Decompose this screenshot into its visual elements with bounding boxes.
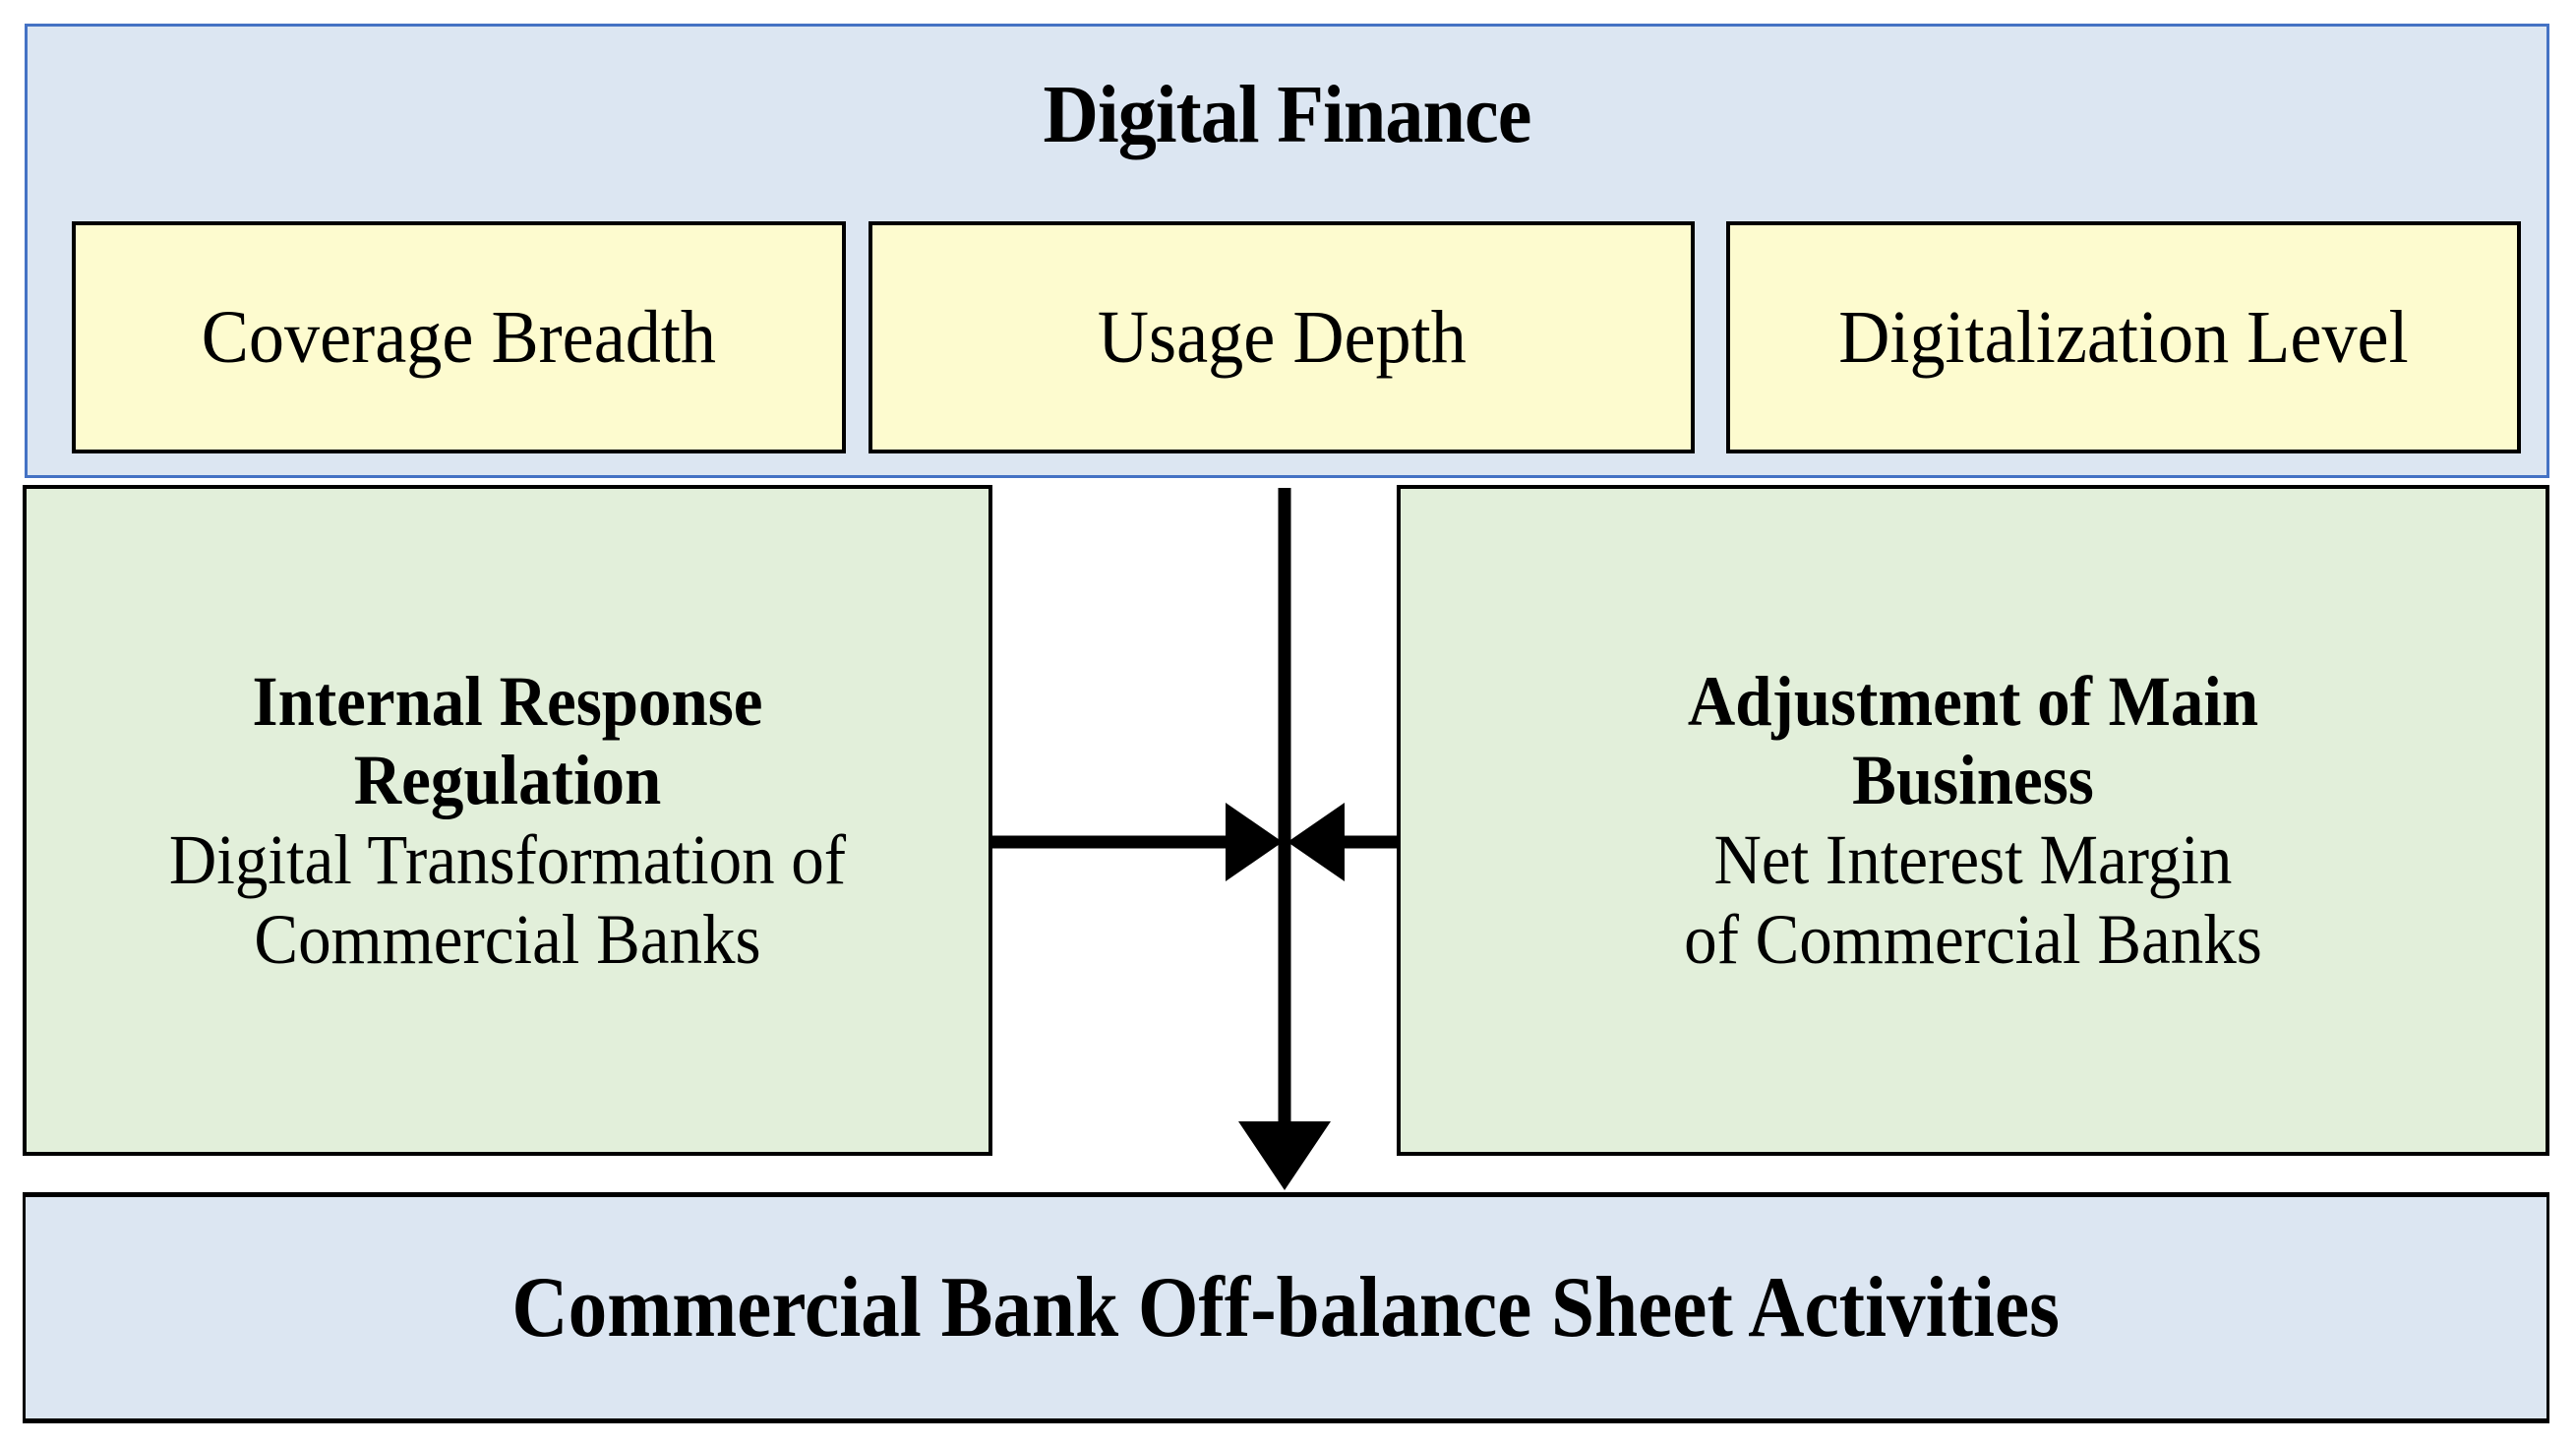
dimension-box-usage-depth: Usage Depth [869, 221, 1695, 453]
dimension-box-digitalization-level: Digitalization Level [1726, 221, 2521, 453]
mechanism-subtitle-line-2: of Commercial Banks [1684, 899, 2262, 979]
mechanism-heading-line-1: Internal Response [252, 661, 763, 741]
left-mechanism-arrow-icon [992, 803, 1283, 881]
right-mechanism-arrow-icon [1288, 803, 1397, 881]
mechanism-heading-line-2: Business [1852, 741, 2094, 820]
mechanism-subtitle-adjustment-of-main-business: Net Interest Margin of Commercial Banks [1684, 820, 2262, 979]
mechanism-subtitle-internal-response-regulation: Digital Transformation of Commercial Ban… [169, 820, 846, 979]
dimension-box-coverage-breadth: Coverage Breadth [72, 221, 846, 453]
dimension-label-usage-depth: Usage Depth [1097, 296, 1467, 379]
outcome-box-off-balance-sheet-activities: Commercial Bank Off-balance Sheet Activi… [23, 1192, 2549, 1423]
mechanism-box-internal-response-regulation: Internal Response Regulation Digital Tra… [23, 485, 992, 1156]
mechanism-subtitle-line-1: Digital Transformation of [168, 820, 847, 899]
mechanism-subtitle-line-2: Commercial Banks [254, 899, 761, 979]
mechanism-subtitle-line-1: Net Interest Margin [1713, 820, 2233, 899]
digital-finance-group: Digital Finance Coverage Breadth Usage D… [25, 24, 2549, 478]
mechanism-heading-line-1: Adjustment of Main [1687, 661, 2259, 741]
mechanism-box-adjustment-of-main-business: Adjustment of Main Business Net Interest… [1397, 485, 2549, 1156]
dimension-label-digitalization-level: Digitalization Level [1838, 296, 2409, 379]
mechanism-heading-adjustment-of-main-business: Adjustment of Main Business [1688, 662, 2258, 820]
digital-finance-title: Digital Finance [1043, 69, 1532, 160]
outcome-label: Commercial Bank Off-balance Sheet Activi… [511, 1259, 2061, 1355]
vertical-flow-arrow-icon [1238, 488, 1331, 1190]
mechanism-heading-line-2: Regulation [353, 741, 662, 820]
mechanism-heading-internal-response-regulation: Internal Response Regulation [253, 662, 763, 820]
dimension-label-coverage-breadth: Coverage Breadth [201, 296, 717, 379]
